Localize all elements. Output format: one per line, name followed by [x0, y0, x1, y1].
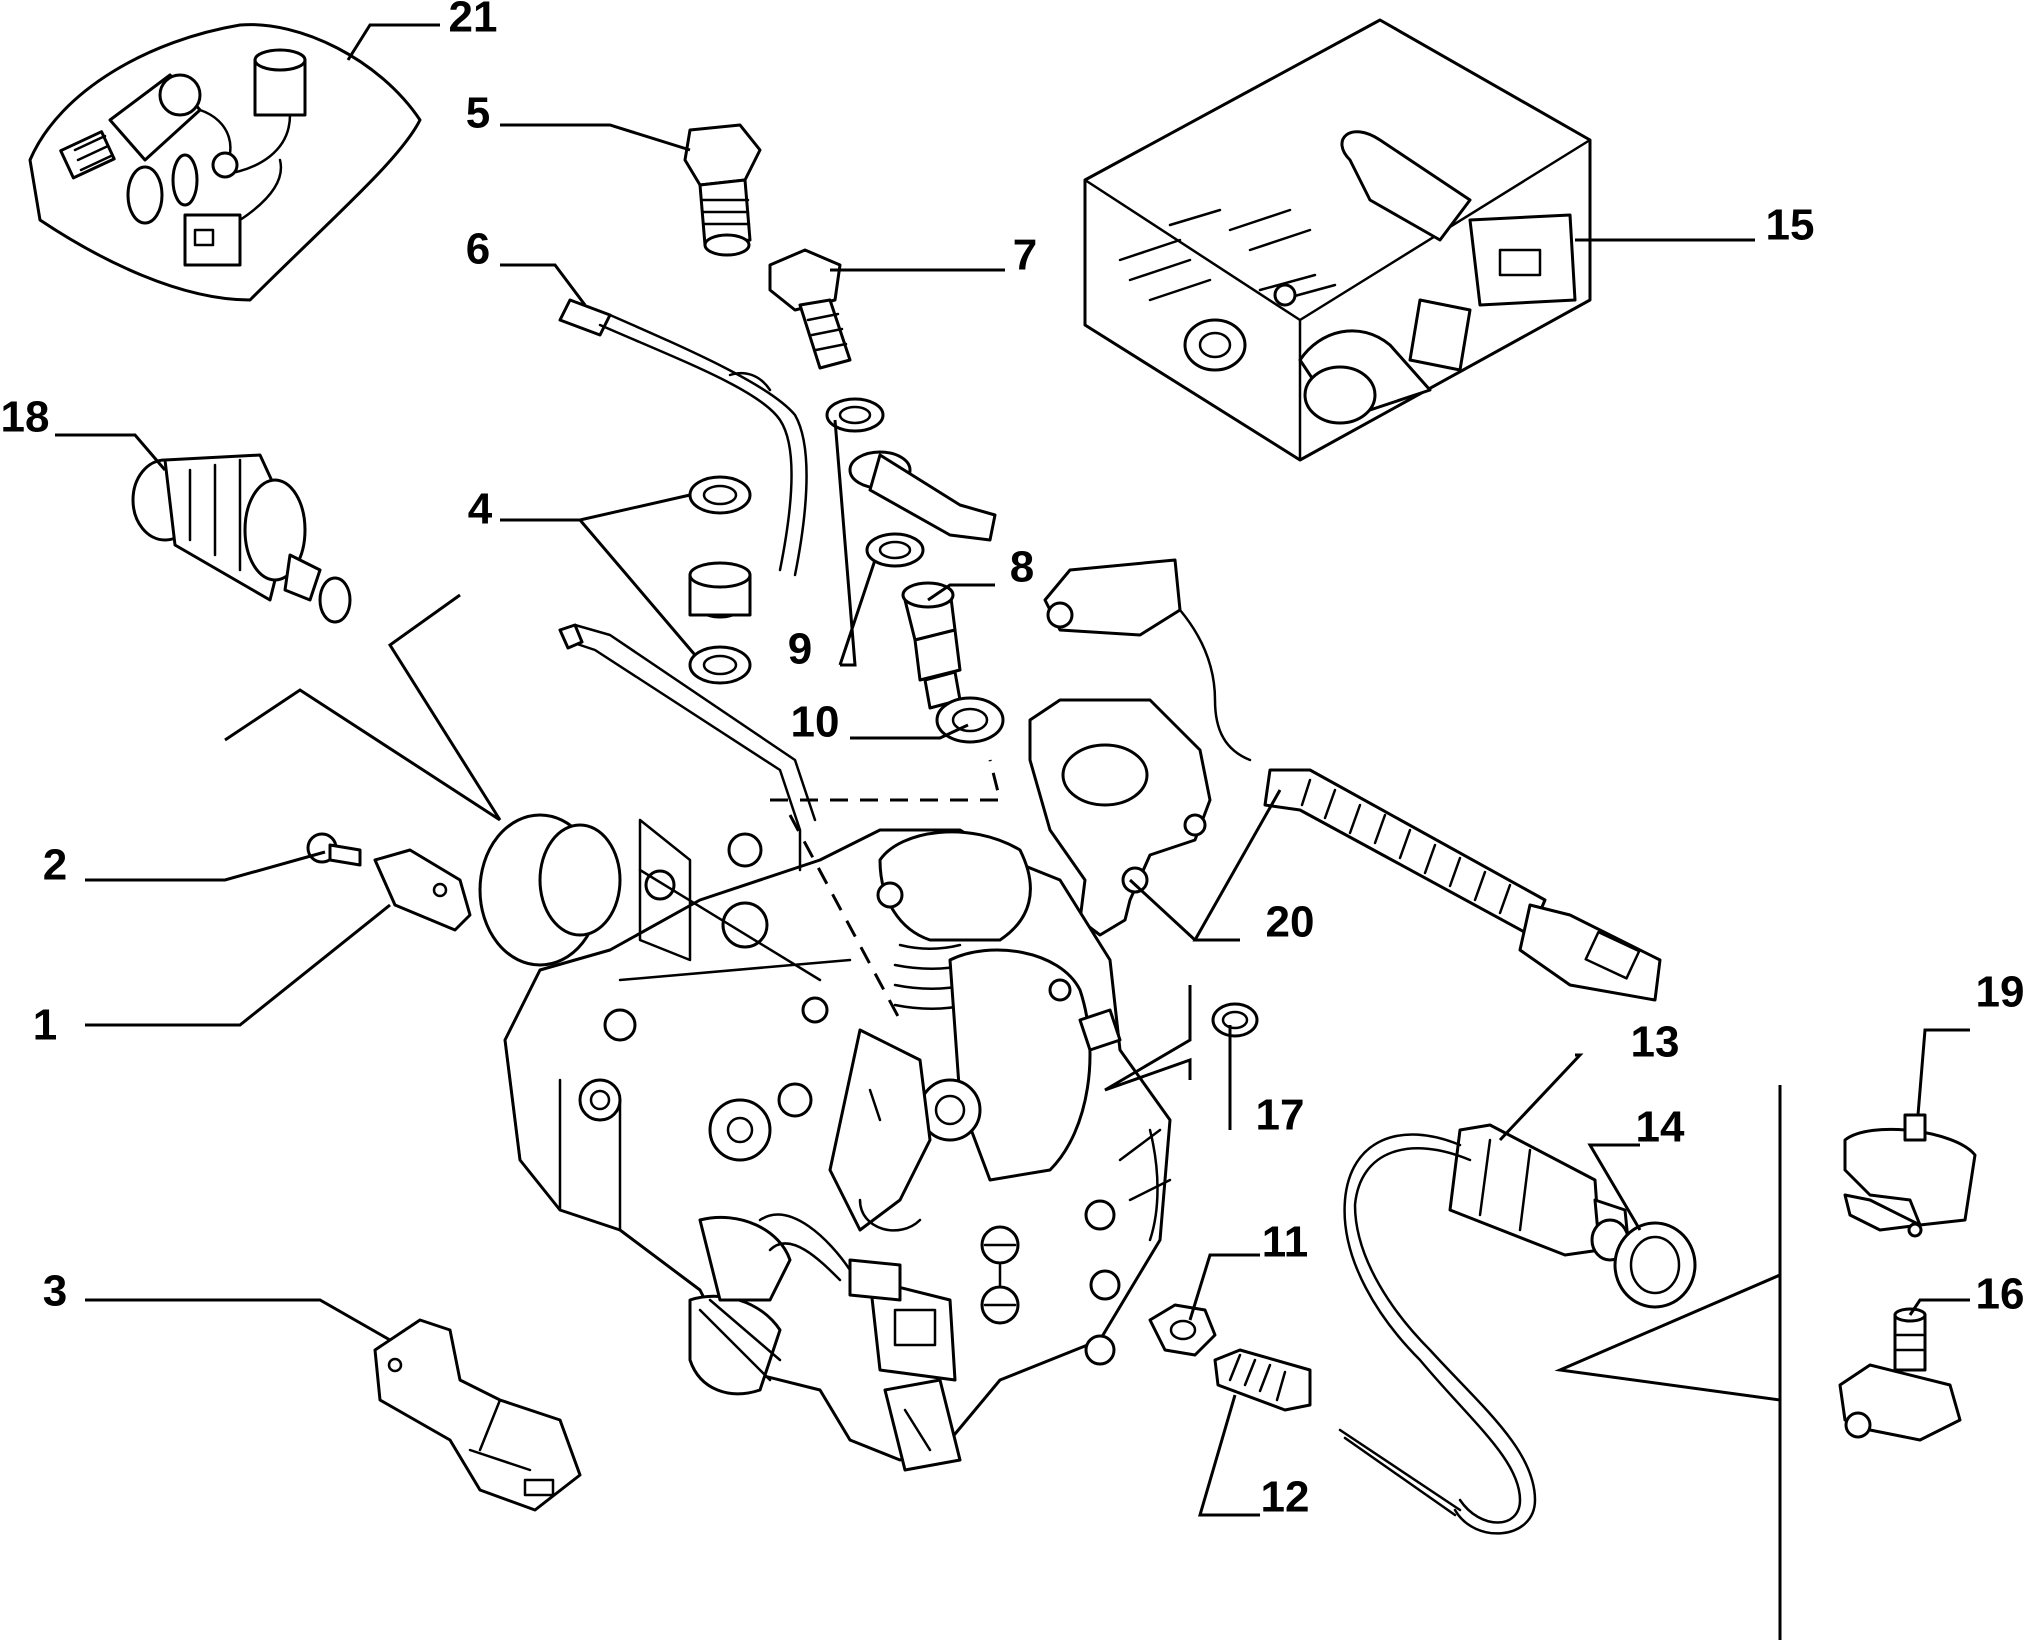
part-4-washers — [688, 475, 752, 685]
part-12-stud — [1213, 1348, 1312, 1412]
callout-9: 9 — [788, 625, 812, 674]
callout-16: 16 — [1976, 1270, 2025, 1319]
part-16-clamp — [1838, 1307, 1962, 1442]
callout-5: 5 — [466, 89, 490, 138]
callout-12: 12 — [1261, 1473, 1310, 1522]
callout-13: 13 — [1631, 1018, 1680, 1067]
callout-4: 4 — [468, 485, 493, 534]
part-1-lever — [373, 848, 472, 932]
part-14-washer — [1613, 1221, 1697, 1309]
part-17-o-ring — [1211, 1002, 1259, 1038]
injection-pump-body — [478, 623, 1172, 1472]
callout-18: 18 — [1, 393, 50, 442]
callout-6: 6 — [466, 225, 490, 274]
callout-15: 15 — [1766, 201, 1815, 250]
callout-20: 20 — [1266, 898, 1315, 947]
callout-19: 19 — [1976, 968, 2025, 1017]
callout-8: 8 — [1010, 543, 1034, 592]
group-bracket-17 — [1104, 985, 1192, 1092]
callout-21: 21 — [449, 0, 498, 42]
part-21-kit — [28, 23, 422, 302]
part-2-screw — [306, 832, 362, 867]
callout-2: 2 — [43, 841, 67, 890]
part-13-stop-solenoid — [1338, 1123, 1632, 1535]
callout-3: 3 — [43, 1267, 67, 1316]
callout-17: 17 — [1256, 1091, 1305, 1140]
part-6-pipe — [558, 298, 808, 619]
part-3-bracket — [373, 1318, 582, 1512]
callout-14: 14 — [1636, 1103, 1685, 1152]
assembly-dashed-line-b — [788, 814, 902, 1021]
group-bracket-18 — [224, 593, 502, 822]
callout-11: 11 — [1262, 1218, 1309, 1267]
part-18-solenoid — [131, 453, 352, 624]
callout-1: 1 — [33, 1001, 57, 1050]
callout-7: 7 — [1013, 231, 1037, 280]
part-8-fitting — [901, 581, 962, 710]
part-11-nut — [1148, 1303, 1217, 1357]
part-7-bolt — [768, 248, 852, 370]
part-20-sensor — [1028, 558, 1662, 1002]
part-5-banjo-bolt — [683, 123, 762, 257]
part-9-washers — [825, 397, 997, 568]
assembly-dashed-line-a — [770, 759, 1002, 802]
leader-lines — [55, 23, 1970, 1517]
part-19-clamp — [1843, 1113, 1977, 1238]
group-bracket-16-19 — [1554, 1085, 1782, 1640]
part-15-kit-box — [1083, 18, 1592, 462]
callout-10: 10 — [791, 698, 840, 747]
